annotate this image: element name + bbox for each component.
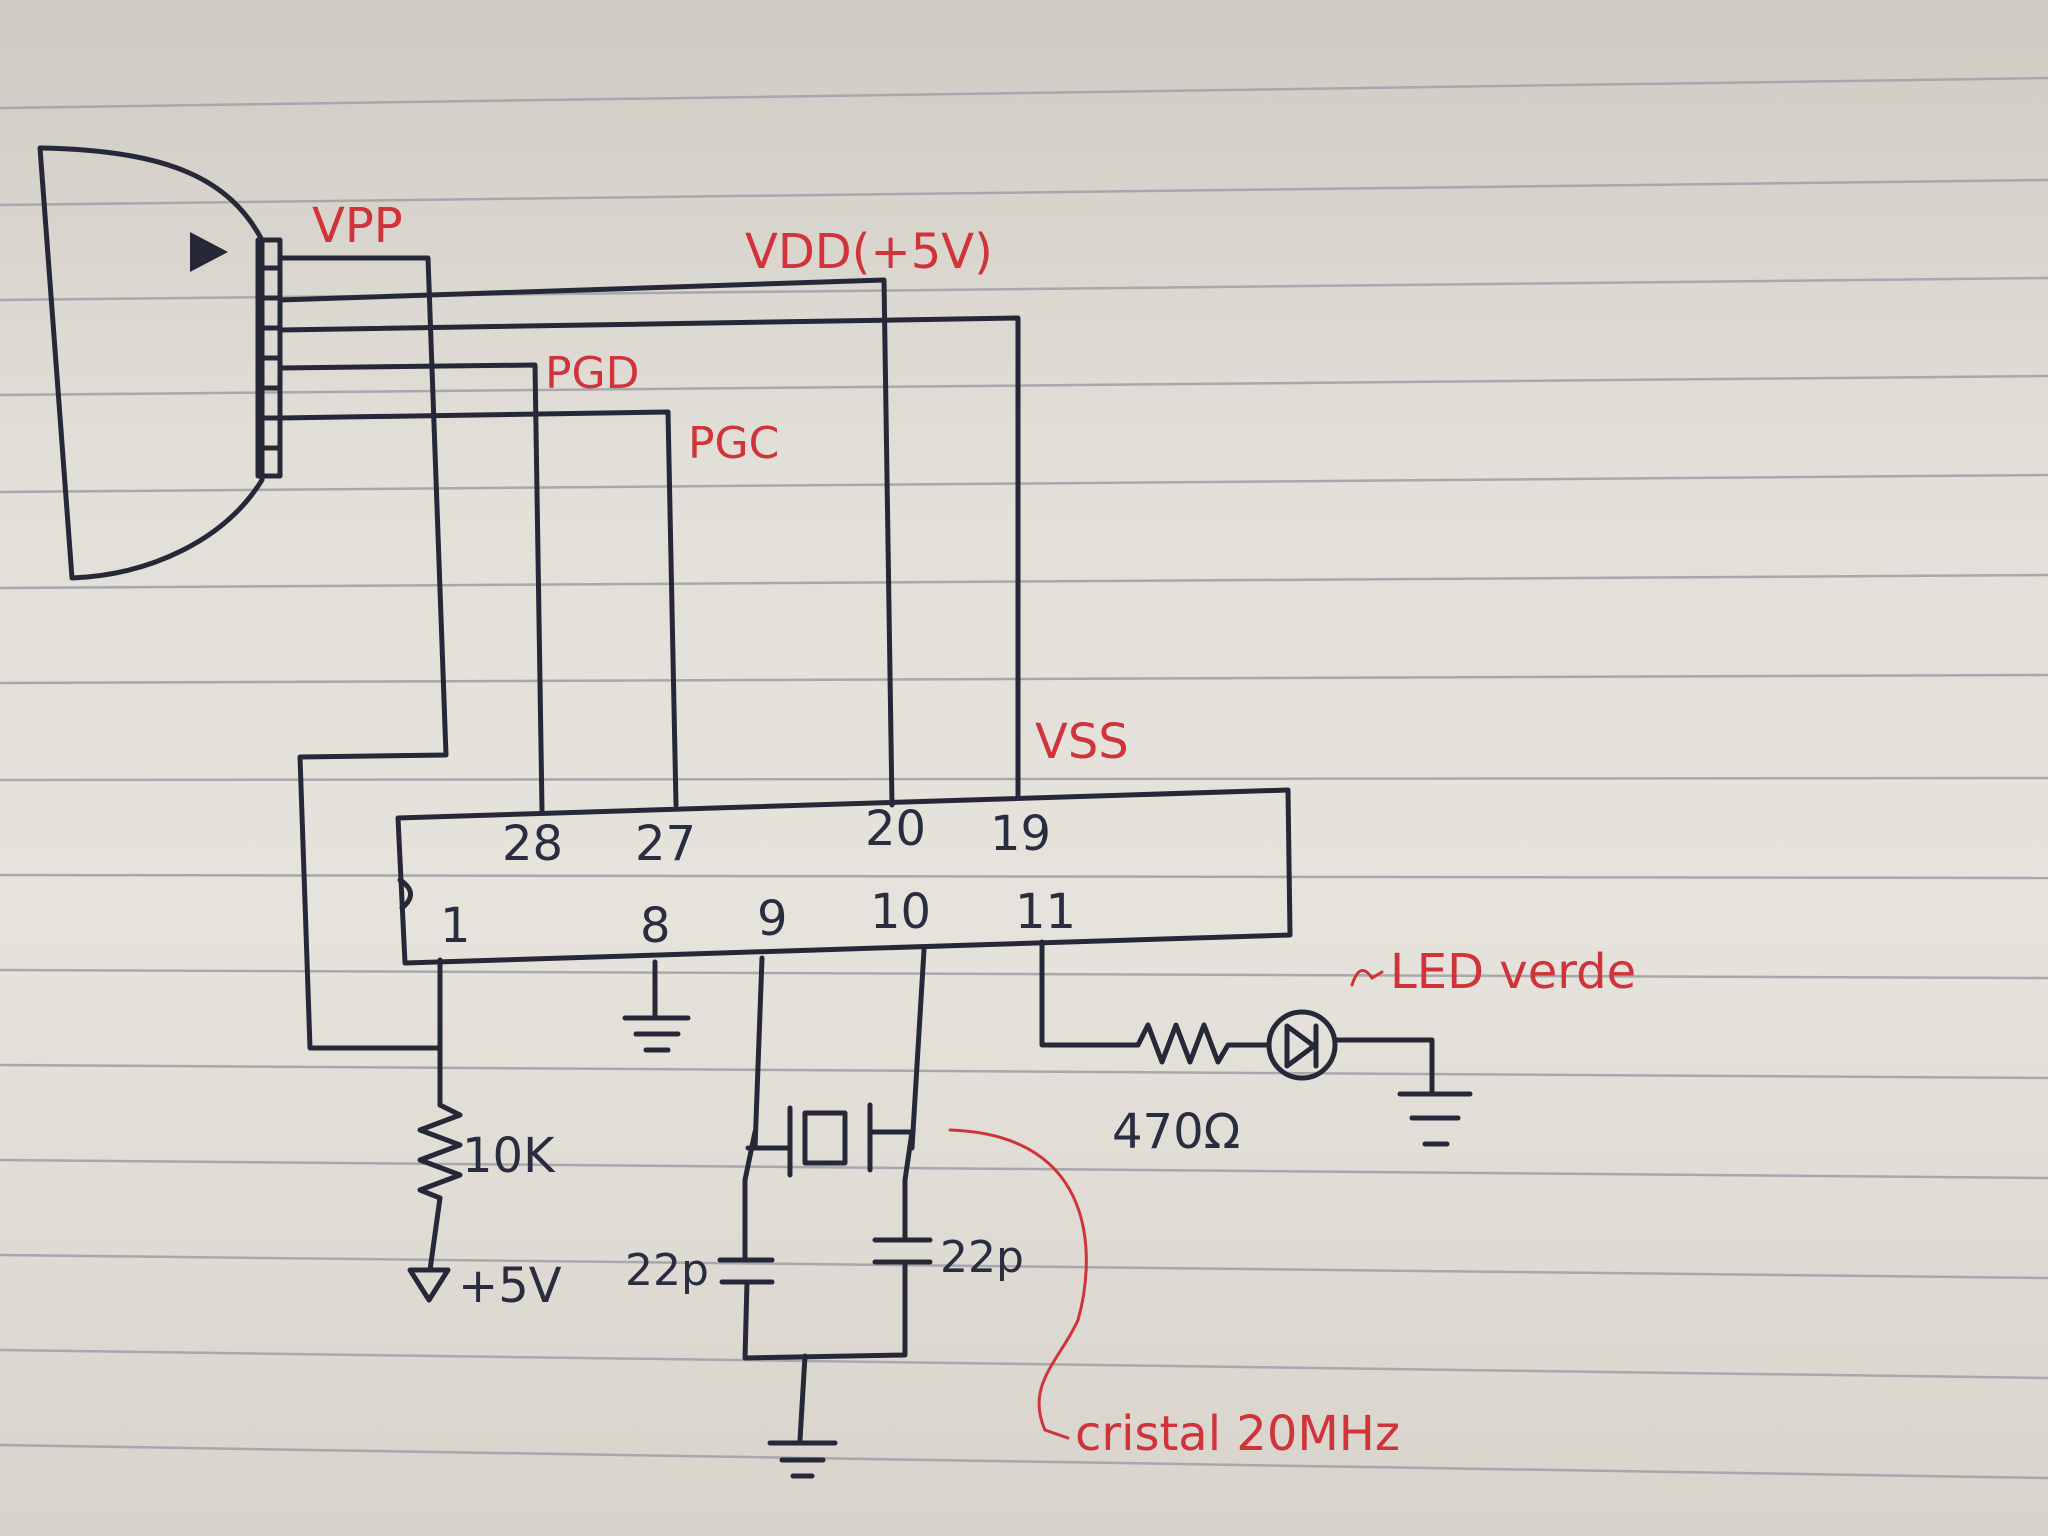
- label-pgc: PGC: [688, 418, 779, 469]
- pin-1: 1: [440, 898, 471, 954]
- pin-10: 10: [870, 884, 931, 940]
- crystal-icon: [787, 1102, 873, 1178]
- pin-28: 28: [502, 816, 563, 872]
- pin-19: 19: [990, 806, 1051, 862]
- chip-notch: [397, 877, 413, 911]
- programmer-connector: [37, 145, 283, 581]
- pic-chip-body: [395, 787, 1293, 966]
- label-470: 470Ω: [1112, 1104, 1240, 1160]
- supply-arrow-icon: [407, 1267, 451, 1303]
- resistor-icon: [1135, 1022, 1271, 1065]
- programmer-wires: [277, 255, 1021, 1051]
- pin-9: 9: [757, 891, 788, 947]
- label-vpp: VPP: [312, 198, 403, 254]
- oscillator-network: [742, 947, 927, 1183]
- label-10k: 10K: [462, 1128, 556, 1184]
- pin-11: 11: [1015, 884, 1076, 940]
- led-ground-wire: [1332, 1037, 1435, 1093]
- notebook-rules: [0, 76, 2048, 1480]
- label-vdd: VDD(+5V): [745, 224, 993, 280]
- pin-8: 8: [640, 898, 671, 954]
- led-diode-icon: [1266, 1009, 1338, 1081]
- ground-icon: [622, 1015, 691, 1053]
- crystal-pointer: [948, 1128, 1088, 1440]
- label-pgd: PGD: [545, 348, 640, 399]
- connector-arrow-icon: [190, 232, 228, 272]
- pin-20: 20: [865, 801, 926, 857]
- resistor-icon: [417, 1102, 463, 1201]
- ground-icon: [1397, 1091, 1473, 1147]
- label-supply: +5V: [458, 1258, 562, 1314]
- led-pointer: [1350, 969, 1384, 987]
- label-crystal: cristal 20MHz: [1075, 1406, 1400, 1462]
- capacitor-icon: [717, 1237, 933, 1285]
- ground-icon: [767, 1440, 838, 1479]
- pin11-wire: [1039, 939, 1141, 1048]
- pin-27: 27: [635, 816, 696, 872]
- label-cap-right: 22p: [940, 1232, 1024, 1283]
- supply-wire: [427, 1195, 443, 1273]
- cap-wires: [742, 1177, 908, 1443]
- label-cap-left: 22p: [625, 1245, 709, 1296]
- label-vss: VSS: [1035, 714, 1129, 770]
- label-led: LED verde: [1390, 944, 1636, 1000]
